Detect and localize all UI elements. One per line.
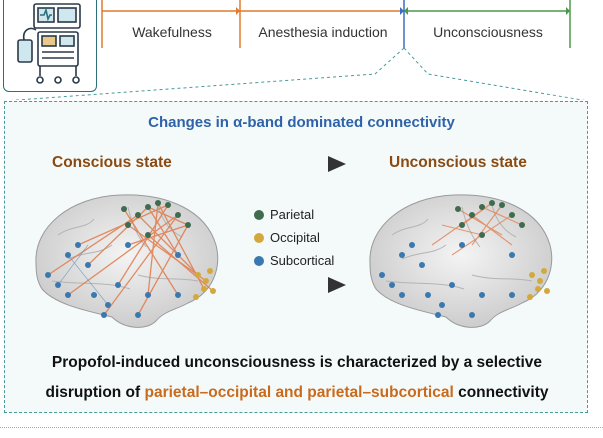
panel-title: Changes in α-band dominated connectivity: [148, 114, 455, 131]
summary-prefix: disruption of: [45, 384, 145, 401]
conscious-state-label: Conscious state: [52, 154, 172, 171]
phase-wakefulness: Wakefulness: [132, 24, 212, 40]
phase-unconsciousness: Unconsciousness: [433, 24, 543, 40]
summary-highlight: parietal–occipital and parietal–subcorti…: [144, 384, 454, 401]
timeline: [10, 0, 586, 100]
phase-anesthesia-induction: Anesthesia induction: [258, 24, 388, 40]
legend-dot-occipital: [254, 233, 264, 243]
unconscious-state-label: Unconscious state: [389, 154, 527, 171]
legend-dot-parietal: [254, 210, 264, 220]
legend-dot-subcortical: [254, 256, 264, 266]
icon-box: [3, 0, 97, 92]
brain-unconscious: [369, 194, 553, 328]
summary-suffix: connectivity: [453, 384, 549, 401]
legend-label-subcortical: Subcortical: [270, 253, 335, 268]
summary-line-2: disruption of parietal–occipital and par…: [0, 384, 594, 402]
footer-strip: [0, 427, 603, 438]
legend-label-occipital: Occipital: [270, 230, 320, 245]
summary-line-1: Propofol-induced unconsciousness is char…: [51, 354, 543, 371]
legend-label-parietal: Parietal: [270, 207, 315, 222]
anesthesia-machine-icon: [17, 3, 81, 84]
brain-conscious: [35, 194, 219, 328]
